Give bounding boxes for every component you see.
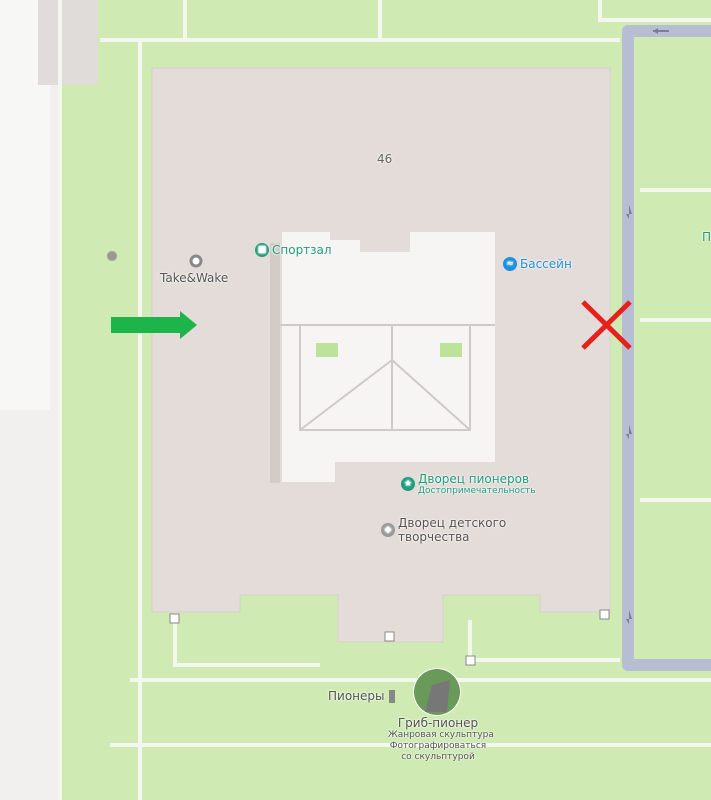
- red-cross-icon: [581, 300, 632, 350]
- swimming-icon: ≈: [503, 257, 517, 271]
- courtyard: [282, 232, 495, 482]
- cafe-icon: [189, 254, 203, 268]
- park-paths: [58, 0, 711, 800]
- poi-edge-label[interactable]: П: [702, 230, 711, 244]
- poi-sculpture-sub3: со скульптурой: [401, 752, 475, 762]
- star-icon: ★: [401, 477, 415, 491]
- palace-icon: ◆: [381, 523, 395, 537]
- road: [622, 25, 711, 671]
- trash-icon: [107, 251, 117, 261]
- poi-creativity-line1: Дворец детского: [398, 516, 507, 530]
- poi-palace-label: Дворец пионеров: [418, 472, 530, 486]
- poi-pool-label: Бассейн: [520, 257, 572, 271]
- poi-pool[interactable]: ≈Бассейн: [503, 257, 572, 271]
- building-number: 46: [377, 152, 393, 166]
- poi-monument[interactable]: Пионеры: [328, 689, 385, 703]
- poi-creativity-line2: творчества: [398, 530, 470, 544]
- poi-palace-sublabel: Достопримечательность: [418, 486, 536, 496]
- museum-icon: ■: [255, 243, 269, 257]
- building-corner: [38, 0, 98, 85]
- poi-sculpture-sub1: Жанровая скульптура: [388, 730, 494, 740]
- poi-gym-label: Спортзал: [272, 243, 332, 257]
- poi-sculpture-sub2: Фотографироваться: [389, 741, 487, 751]
- monument-icon: [389, 690, 395, 703]
- poi-take-wake[interactable]: Take&Wake: [160, 271, 229, 285]
- sculpture-photo[interactable]: [413, 668, 461, 716]
- poi-sculpture[interactable]: Гриб-пионер Жанровая скульптура Фотограф…: [388, 716, 494, 763]
- poi-gym[interactable]: ■Спортзал: [255, 243, 332, 257]
- green-arrow-icon: [111, 311, 197, 339]
- poi-sculpture-label: Гриб-пионер: [397, 716, 479, 730]
